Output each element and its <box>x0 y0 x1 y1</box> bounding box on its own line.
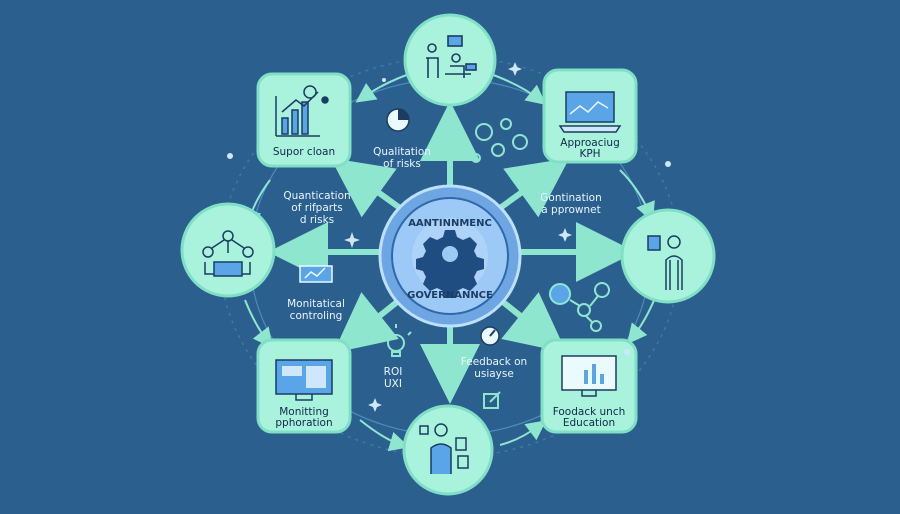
quantication-label-1: Quantication <box>283 190 351 202</box>
monitatical-label-1: Monitatical <box>287 298 345 310</box>
gauge-icon <box>480 326 500 346</box>
card-bottom-right-label-2: Education <box>562 417 616 429</box>
molecule-network-icon <box>549 282 610 332</box>
roi-label-1: ROI <box>383 366 403 378</box>
card-bottom-left-label-1: Monitting <box>279 406 329 418</box>
gontination-label-2: a pprownet <box>541 204 601 216</box>
orbit-arrow-bottom-right <box>626 297 656 345</box>
orbit-arrow-right <box>619 169 655 223</box>
lightbulb-icon <box>380 324 412 357</box>
spoke-down-right <box>496 292 567 353</box>
qualitation-label-1: Qualitation <box>373 146 431 158</box>
quantication-label-2: of rifparts <box>291 202 343 214</box>
person-presenting-icon <box>647 235 683 290</box>
qualitation-label-2: of risks <box>383 158 421 170</box>
card-bottom-right-label-1: Foodack unch <box>552 406 626 418</box>
monitor-dashboard-icon <box>275 359 333 401</box>
card-bottom-left-label-2: pphoration <box>275 417 333 429</box>
center-bottom-text: GOVERNANNCE <box>407 290 493 301</box>
feedback-label-2: usiayse <box>474 368 514 380</box>
spoke-down-left <box>333 292 404 353</box>
spoke-up-right <box>498 157 570 218</box>
orbit-arrow-bottom-center-left <box>359 419 410 452</box>
roi-label-2: UXI <box>384 378 402 390</box>
pie-chart-icon <box>386 108 410 132</box>
laptop-chart-icon <box>558 91 622 133</box>
orbit-arrow-bottom-left <box>244 299 273 349</box>
team-meeting-icon <box>426 35 477 78</box>
monitor-bar-chart-icon <box>561 355 617 397</box>
sparkle-decorations <box>227 62 671 412</box>
network-flow-icon <box>202 230 254 277</box>
card-top-right-label-1: Approaciug <box>560 137 620 149</box>
card-top-left-label: Supor cloan <box>272 146 336 158</box>
gears-cluster-icon <box>471 118 528 163</box>
center-top-text: AANTINNMENC <box>408 218 492 229</box>
right-circle-node <box>620 208 716 304</box>
monitatical-label-2: controling <box>289 310 343 322</box>
gear-icon <box>416 230 484 298</box>
bar-chart-icon <box>275 85 329 137</box>
spoke-up-left <box>330 157 402 218</box>
top-circle-node <box>403 13 497 107</box>
orbit-arrow-bottom-center-right <box>499 420 547 446</box>
person-documents-icon <box>419 423 469 474</box>
pen-edit-icon <box>483 391 501 409</box>
card-top-right-label-2: KPH <box>579 148 601 160</box>
quantication-label-3: d risks <box>299 214 335 226</box>
gontination-label-1: Gontination <box>540 192 602 204</box>
chart-window-icon <box>299 265 333 283</box>
feedback-label-1: Feedback on <box>460 356 528 368</box>
